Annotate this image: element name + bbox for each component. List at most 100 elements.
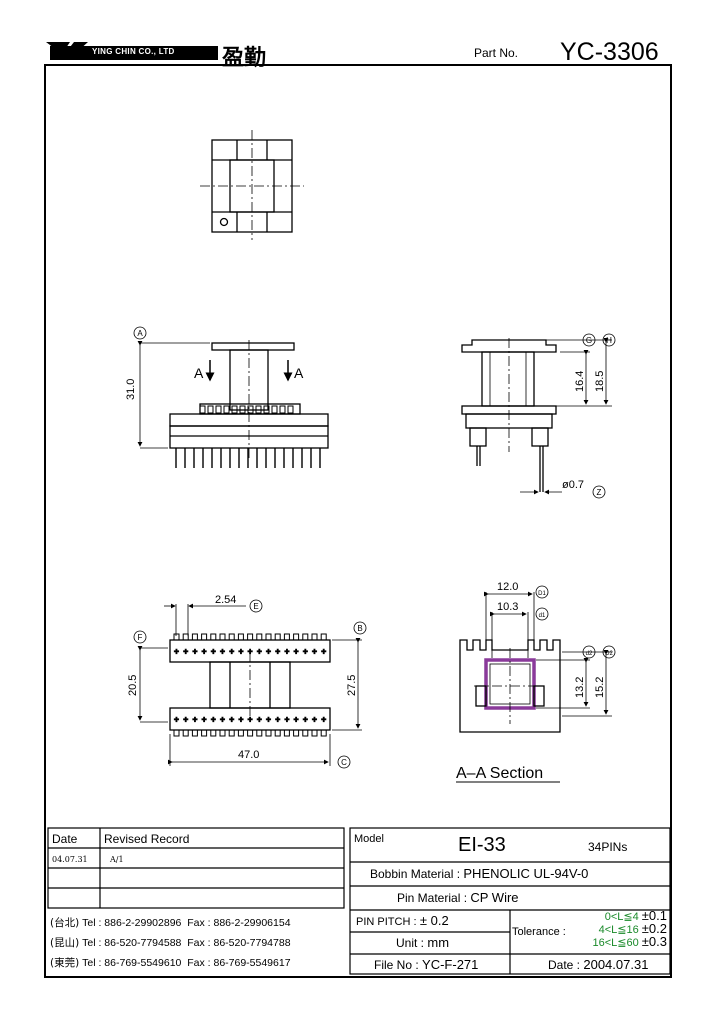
company-name-cn: 盈勤: [222, 45, 267, 71]
tooth: [256, 633, 263, 641]
dim-47-0: 47.0: [238, 749, 259, 761]
pin-pitch-value: ± 0.2: [419, 913, 449, 928]
contact-tel: Tel : 886-2-29902896: [82, 917, 182, 929]
tag-a: A: [137, 329, 143, 338]
pin-cross-icon: +: [239, 715, 244, 724]
unit: Unit : mm: [396, 935, 450, 951]
tooth: [210, 633, 217, 641]
pin-cross-icon: +: [285, 647, 290, 656]
slot: [231, 405, 238, 414]
dim-pin-diameter: ø0.7: [562, 479, 584, 491]
pin-cross-icon: +: [229, 715, 234, 724]
contact-row: (東莞) Tel : 86-769-5549610 Fax : 86-769-5…: [50, 956, 291, 970]
dim-12-0: 12.0: [497, 581, 518, 593]
pin-cross-icon: +: [220, 715, 225, 724]
slot: [207, 405, 214, 414]
tooth: [283, 633, 290, 641]
contact-tel: Tel : 86-520-7794588: [82, 937, 182, 949]
pin-cross-icon: +: [321, 715, 326, 724]
bobbin-material-label: Bobbin Material :: [370, 867, 461, 881]
dim-31-0: 31.0: [125, 379, 137, 400]
drawing-date-label: Date :: [548, 958, 581, 972]
dim-10-3: 10.3: [497, 601, 518, 613]
tooth: [210, 729, 217, 737]
pin-count: 34PINs: [588, 840, 628, 854]
revision-record-header: Revised Record: [104, 832, 190, 846]
front-view: [137, 340, 329, 460]
top-view: [200, 130, 304, 240]
slot: [199, 405, 206, 414]
section-title: A–A Section: [456, 765, 543, 782]
bottom-pin-teeth: ++++++++++++++++++++++++++++++++++: [173, 633, 327, 737]
tooth: [265, 729, 272, 737]
tooth: [228, 633, 235, 641]
pin-cross-icon: +: [174, 647, 179, 656]
pin-cross-icon: +: [266, 647, 271, 656]
tooth: [265, 633, 272, 641]
drawing-date: Date : 2004.07.31: [548, 957, 649, 973]
pin-material-value: CP Wire: [470, 890, 519, 905]
contact-city: (東莞): [50, 957, 80, 969]
dim-13-2: 13.2: [574, 677, 586, 698]
pin-cross-icon: +: [211, 715, 216, 724]
tag-c: C: [341, 758, 347, 767]
front-pins: [175, 448, 321, 468]
model-label: Model: [354, 833, 384, 845]
pin-cross-icon: +: [312, 715, 317, 724]
tooth: [182, 729, 189, 737]
slot: [279, 405, 286, 414]
pin-cross-icon: +: [193, 647, 198, 656]
tooth: [237, 729, 244, 737]
tag-h: H: [606, 336, 612, 345]
contact-row: (昆山) Tel : 86-520-7794588 Fax : 86-520-7…: [50, 936, 291, 950]
contact-tel: Tel : 86-769-5549610: [82, 957, 182, 969]
tooth: [320, 729, 327, 737]
tooth: [201, 633, 208, 641]
tooth: [302, 729, 309, 737]
tag-f: F: [138, 633, 143, 642]
tooth: [247, 633, 254, 641]
drawing-frame: [44, 64, 672, 978]
dim-2-54: 2.54: [215, 594, 236, 606]
pin-cross-icon: +: [257, 715, 262, 724]
revision-row-date: 04.07.31: [52, 855, 88, 864]
section-mark-left: A: [194, 365, 204, 381]
tooth: [274, 633, 281, 641]
pin-cross-icon: +: [312, 647, 317, 656]
contact-row: (台北) Tel : 886-2-29902896 Fax : 886-2-29…: [50, 916, 291, 930]
tooth: [274, 729, 281, 737]
logo-bar: [50, 46, 218, 60]
slot: [239, 405, 246, 414]
tooth: [191, 729, 198, 737]
tolerance-row: 0<L≦4 ±0.1: [604, 908, 667, 923]
tag-d1-upper: D1: [538, 591, 546, 597]
contact-fax: Fax : 886-2-29906154: [187, 917, 291, 929]
pin-material: Pin Material : CP Wire: [397, 890, 519, 906]
section-view: [456, 591, 612, 783]
bottom-view: [137, 603, 362, 766]
tooth: [293, 729, 300, 737]
tooth: [293, 633, 300, 641]
side-view: [461, 338, 612, 495]
slot: [271, 405, 278, 414]
tooth: [182, 633, 189, 641]
tooth: [219, 633, 226, 641]
tolerance-label: Tolerance :: [512, 926, 566, 938]
slot: [215, 405, 222, 414]
file-no-value: YC-F-271: [422, 957, 479, 972]
bobbin-material-value: PHENOLIC UL-94V-0: [463, 866, 589, 881]
title-block: [47, 827, 671, 975]
unit-value: mm: [427, 935, 450, 950]
bobbin-material: Bobbin Material : PHENOLIC UL-94V-0: [370, 866, 589, 882]
unit-label: Unit :: [396, 936, 425, 950]
contact-fax: Fax : 86-520-7794788: [187, 937, 291, 949]
tooth: [256, 729, 263, 737]
tooth: [201, 729, 208, 737]
dim-18-5: 18.5: [594, 371, 606, 392]
drawing-date-value: 2004.07.31: [583, 957, 649, 972]
pin-cross-icon: +: [303, 715, 308, 724]
dim-20-5: 20.5: [127, 675, 139, 696]
tooth: [228, 729, 235, 737]
section-mark-right: A: [294, 365, 304, 381]
